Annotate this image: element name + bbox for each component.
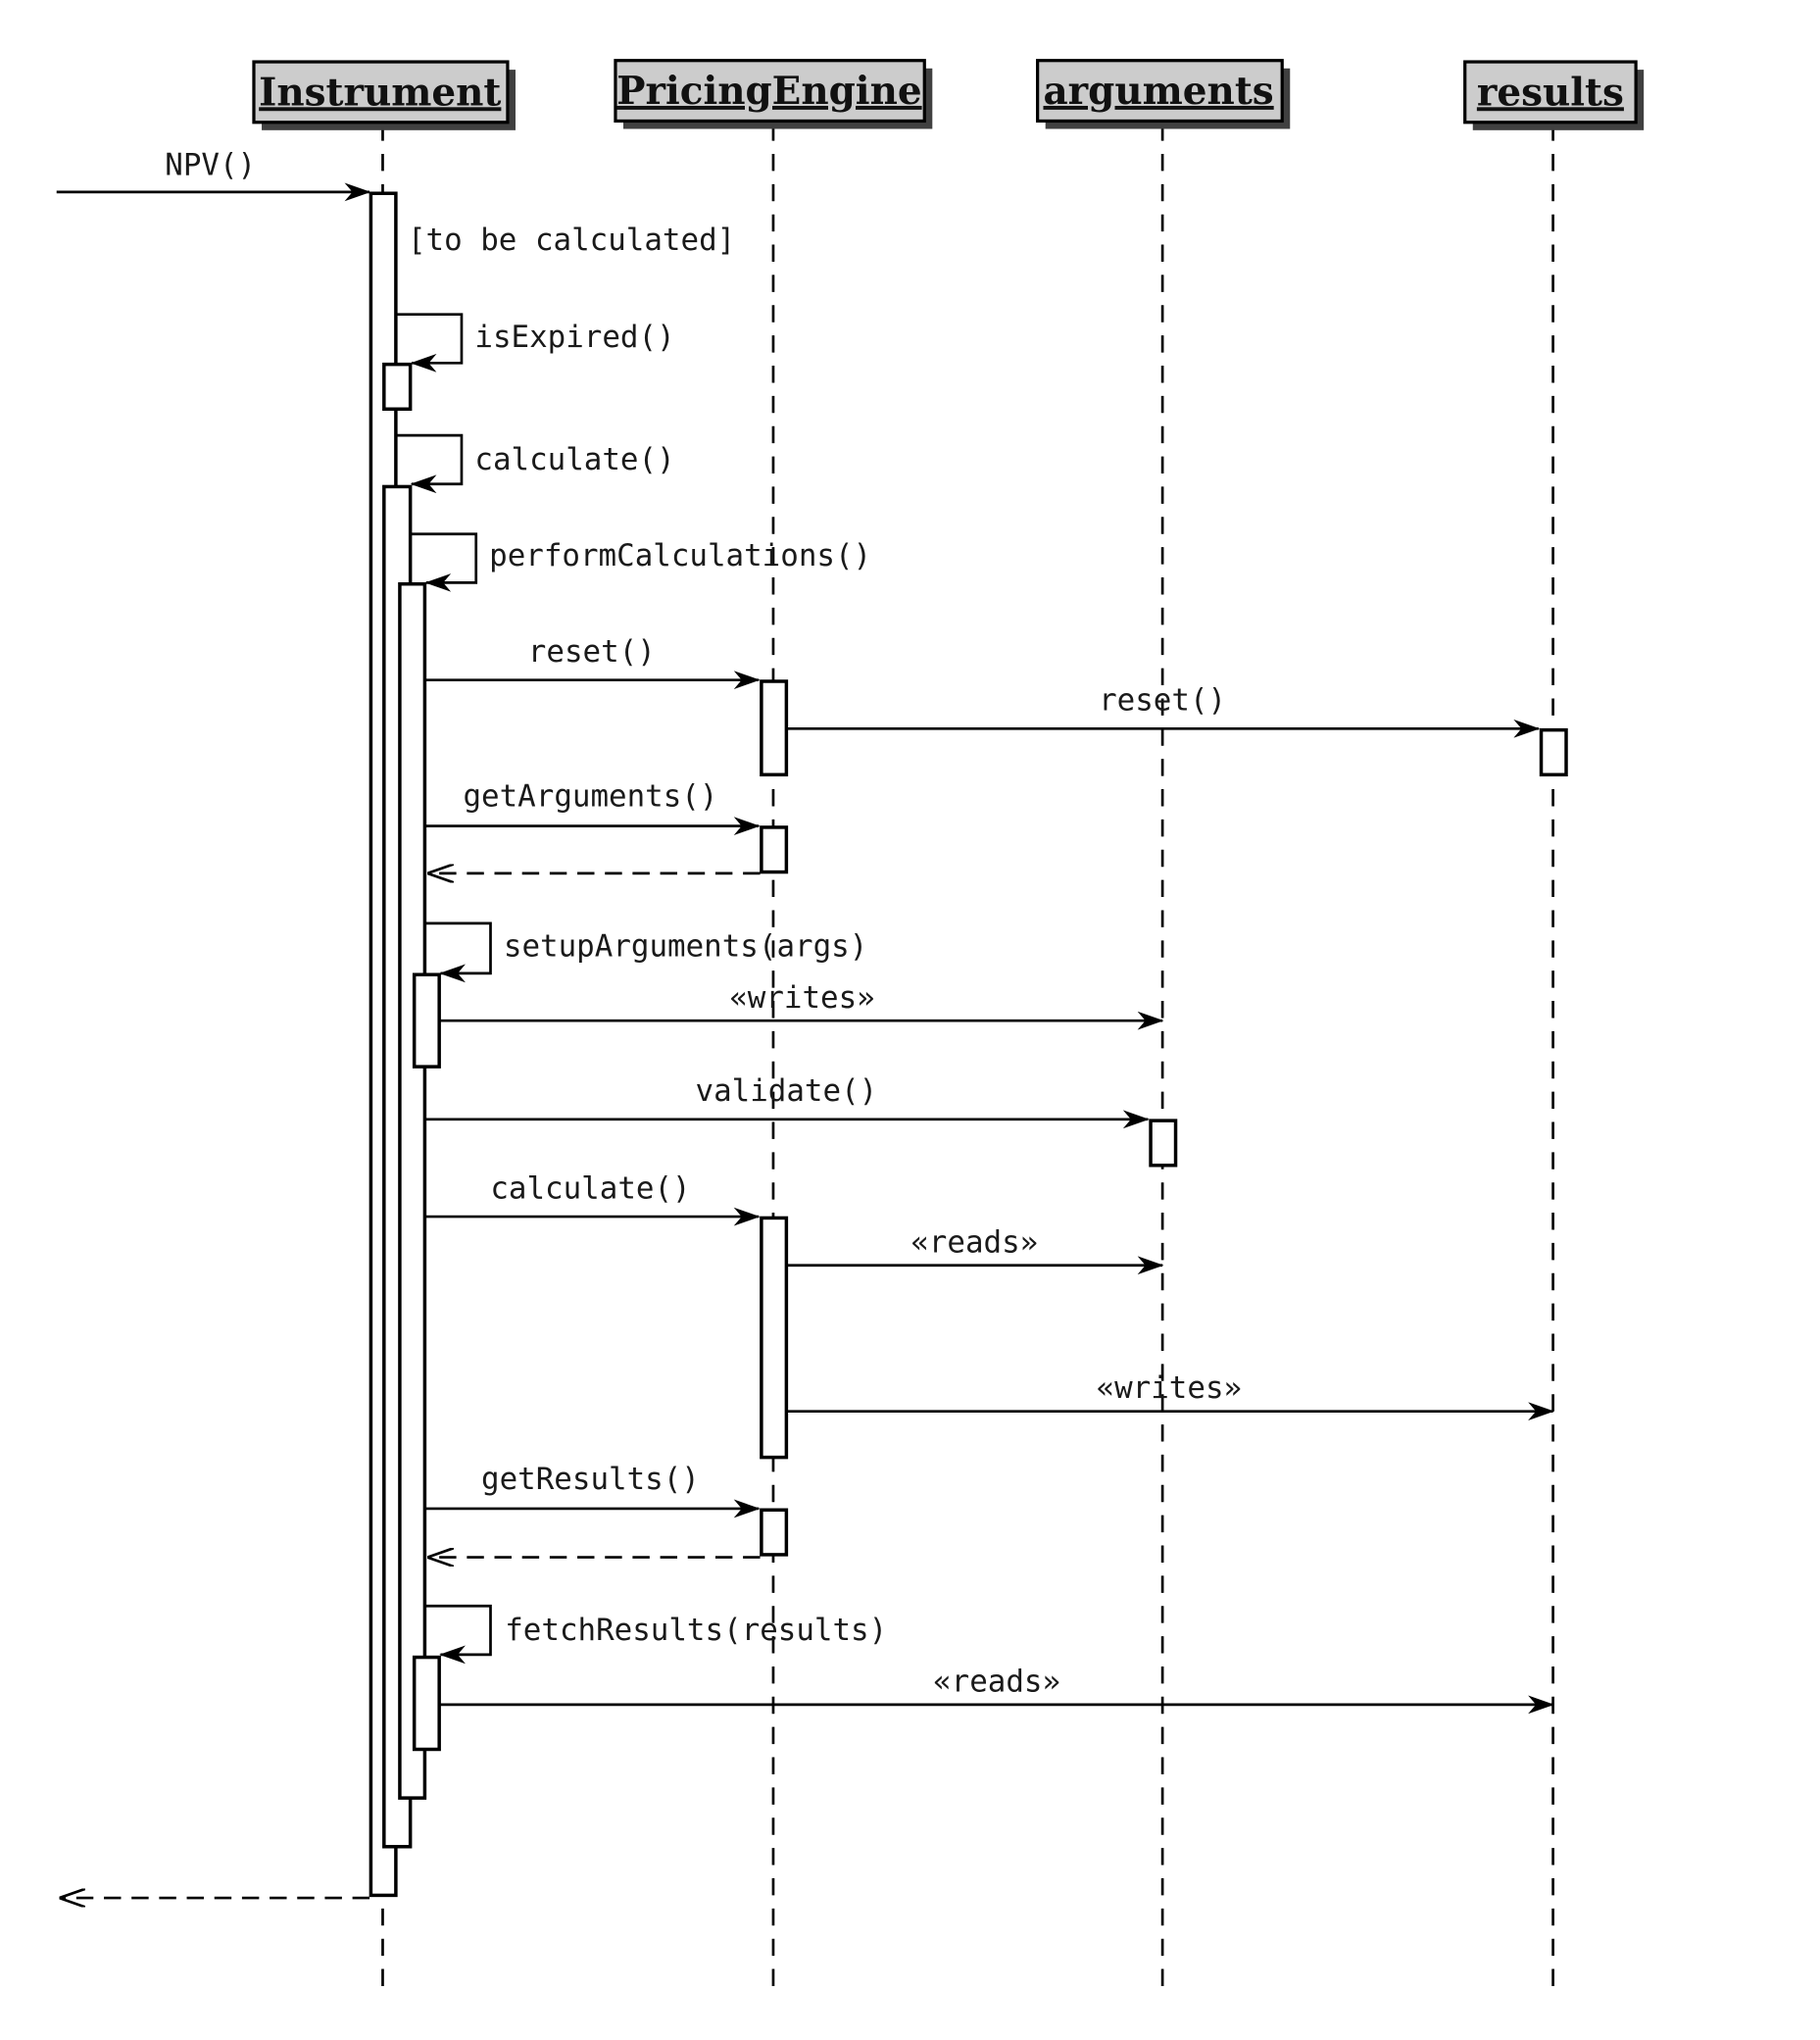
activation-engine-reset <box>760 679 789 777</box>
message-fetchresults-label: fetchResults(results) <box>505 1613 887 1648</box>
message-setuparguments-arrow <box>424 921 492 983</box>
message-isexpired-label: isExpired() <box>474 320 674 355</box>
participant-label: results <box>1477 70 1624 115</box>
activation-setuparguments <box>412 972 441 1069</box>
message-fetchresults-arrow <box>424 1604 492 1665</box>
message-calculate-engine-label: calculate() <box>490 1170 690 1206</box>
activation-engine-getresults <box>760 1508 789 1557</box>
message-getresults-label: getResults() <box>481 1462 700 1497</box>
activation-engine-getarguments <box>760 825 789 874</box>
activation-fetchresults <box>412 1655 441 1752</box>
message-performcalc-arrow <box>410 532 478 592</box>
message-calculate-self-label: calculate() <box>474 442 674 477</box>
participant-label: PricingEngine <box>616 69 921 114</box>
participant-label: Instrument <box>259 70 501 115</box>
participant-results: results <box>1463 60 1645 130</box>
message-writes-args-label: «writes» <box>729 980 875 1016</box>
message-reset-results-label: reset() <box>1099 683 1226 719</box>
message-calculate-self-arrow <box>395 433 464 494</box>
message-writes-results-label: «writes» <box>1097 1370 1243 1406</box>
participant-instrument: Instrument <box>252 60 516 130</box>
participant-label: arguments <box>1043 69 1273 114</box>
message-performcalc-label: performCalculations() <box>489 538 871 573</box>
activation-isexpired <box>382 362 413 412</box>
message-validate-label: validate() <box>696 1073 878 1109</box>
activation-arguments-validate <box>1149 1119 1178 1168</box>
participant-arguments: arguments <box>1036 59 1291 129</box>
message-isexpired-arrow <box>395 313 464 373</box>
activation-engine-calculate <box>760 1216 789 1460</box>
message-npv-label: NPV() <box>165 147 256 182</box>
message-reset-engine-label: reset() <box>528 634 656 670</box>
message-reads-args-label: «reads» <box>910 1224 1038 1260</box>
message-getarguments-label: getArguments() <box>463 778 717 814</box>
guard-label: [to be calculated] <box>408 223 735 258</box>
activation-results-reset <box>1539 727 1568 777</box>
participant-pricingengine: PricingEngine <box>614 59 933 129</box>
activation-performcalc <box>398 581 427 1800</box>
message-reads-results-label: «reads» <box>933 1664 1060 1699</box>
message-setuparguments-label: setupArguments(args) <box>504 928 867 964</box>
